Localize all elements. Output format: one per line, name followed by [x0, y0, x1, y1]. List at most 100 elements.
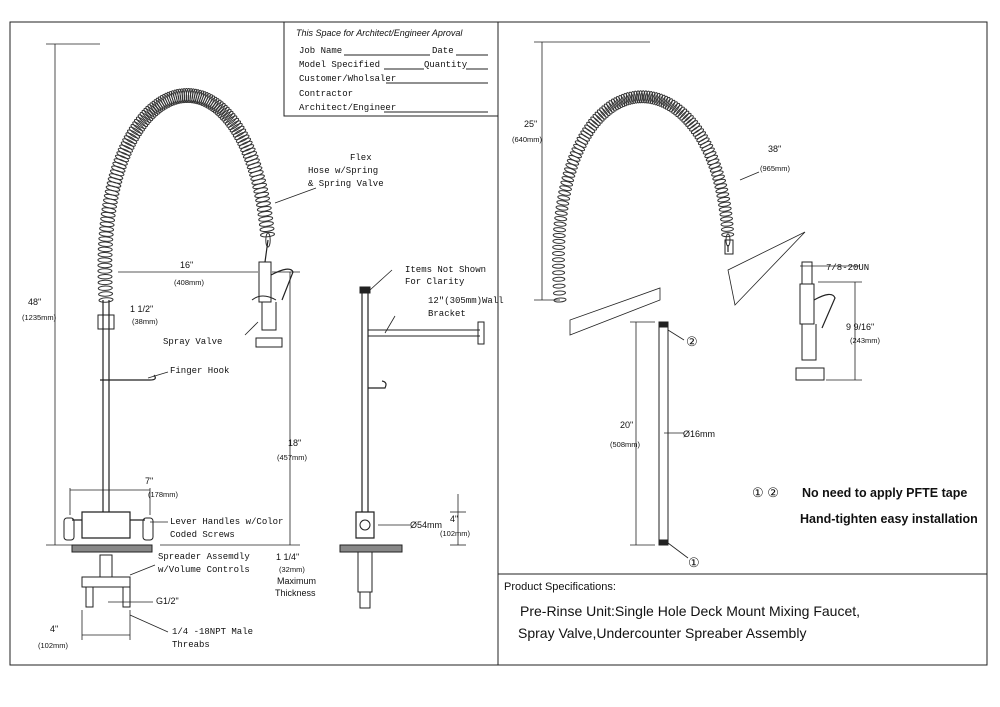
coil-turn: [601, 105, 611, 117]
coil-turn: [552, 263, 565, 269]
model-label: Model Specified: [299, 60, 380, 70]
coil-turn: [615, 95, 623, 109]
coil-turn: [590, 116, 601, 126]
coil-turn: [704, 151, 717, 159]
coil-turn: [258, 221, 274, 227]
coil-turn: [658, 94, 666, 107]
coil-turn: [226, 117, 240, 128]
right-frame: [497, 21, 988, 666]
npt-2: Threabs: [172, 640, 210, 650]
thickness: 1 1/4": [276, 552, 299, 562]
coil-turn: [610, 98, 619, 111]
coil-turn: [635, 90, 641, 104]
coil-turn: [683, 115, 694, 125]
coil-turn: [633, 90, 639, 104]
coil-turn: [664, 98, 673, 110]
coil-turn: [555, 205, 569, 211]
valve-h: 9 9/16": [846, 322, 874, 332]
bracket-1: 12"(305mm)Wall: [428, 296, 504, 306]
coil-turn: [145, 105, 157, 118]
riser-dia: 1 1/2": [130, 304, 153, 314]
coil-turn: [98, 231, 114, 237]
spreader-2: w/Volume Controls: [158, 565, 250, 575]
flex-hose-2: Hose w/Spring: [308, 166, 378, 176]
coil-turn: [561, 176, 575, 183]
specs-heading: Product Specifications:: [504, 581, 616, 593]
note-line-2: Hand-tighten easy installation: [800, 512, 978, 526]
coil-turn: [557, 195, 571, 201]
valve-h-mm: (243mm): [850, 336, 881, 345]
coil-turn: [139, 112, 152, 123]
coil-turn: [552, 270, 566, 276]
items-1: Items Not Shown: [405, 265, 486, 275]
coil-turn: [625, 92, 632, 105]
coil-turn: [109, 169, 125, 177]
specs-line-1: Pre-Rinse Unit:Single Hole Deck Mount Mi…: [520, 603, 860, 619]
hose-length-mm: (965mm): [760, 164, 791, 173]
coil-turn: [232, 128, 247, 138]
side-view-faucet: [339, 286, 485, 609]
coil-turn: [675, 106, 685, 118]
coil-turn: [696, 134, 708, 143]
coil-turn: [645, 90, 651, 104]
spread-7: 7": [145, 476, 153, 486]
coil-turn: [720, 216, 733, 222]
coil-turn: [114, 154, 130, 163]
coil-turn: [660, 95, 668, 108]
coil-turn: [97, 251, 113, 258]
left-dimensions: [46, 43, 317, 640]
hose-height-mm: (640mm): [512, 135, 543, 144]
coil-turn: [667, 99, 676, 112]
coil-turn: [630, 91, 637, 104]
coil-turn: [229, 123, 243, 133]
coil-turn: [690, 125, 703, 135]
coil-turn: [552, 276, 566, 282]
coil-turn: [671, 102, 681, 114]
coil-turn: [247, 166, 263, 174]
coil-turn: [111, 165, 126, 173]
coil-turn: [596, 109, 607, 120]
thickness-1: Maximum: [277, 576, 316, 586]
job-name-label: Job Name: [299, 46, 342, 56]
right-dimensions: [534, 41, 806, 336]
coil-turn: [647, 90, 653, 104]
coil-turn: [241, 147, 256, 156]
coil-turn: [582, 127, 594, 136]
coil-turn: [692, 128, 705, 137]
coil-turn: [568, 155, 581, 162]
coil-turn: [257, 210, 273, 217]
height-18-mm: (457mm): [277, 453, 308, 462]
coil-turn: [679, 110, 690, 121]
coil-turn: [662, 96, 671, 109]
coil-turn: [552, 238, 566, 244]
riser-dia-r: Ø16mm: [683, 429, 715, 439]
coil-turn: [242, 151, 258, 159]
front-view-faucet: [63, 88, 294, 608]
coil-turn: [553, 227, 567, 233]
coil-turn: [705, 154, 719, 162]
spread-7-mm: (178mm): [148, 490, 179, 499]
coil-turn: [97, 285, 113, 291]
coil-turn: [130, 124, 144, 134]
contractor-label: Contractor: [299, 89, 353, 99]
coil-turn: [228, 120, 242, 131]
valve-thread: 7/8-20UN: [826, 263, 869, 273]
coil-turn: [117, 147, 132, 156]
coil-turn: [122, 138, 136, 147]
coil-turn: [651, 92, 658, 105]
coil-turn: [147, 104, 159, 117]
specs-line-2: Spray Valve,Undercounter Spreaber Assemb…: [518, 625, 806, 641]
coil-turn: [608, 100, 617, 112]
coil-turn: [141, 109, 154, 122]
finger-hook-label: Finger Hook: [170, 366, 229, 376]
coil-turn: [654, 92, 661, 106]
coil-turn: [628, 91, 634, 105]
coil-turn: [221, 110, 234, 122]
coil-turn: [112, 161, 127, 170]
reach-16: 16": [180, 260, 193, 270]
coil-turn: [623, 92, 630, 106]
approval-box: This Space for Architect/Engineer Aprova…: [283, 21, 499, 117]
coil-turn: [259, 226, 275, 232]
coil-turn: [223, 113, 236, 124]
